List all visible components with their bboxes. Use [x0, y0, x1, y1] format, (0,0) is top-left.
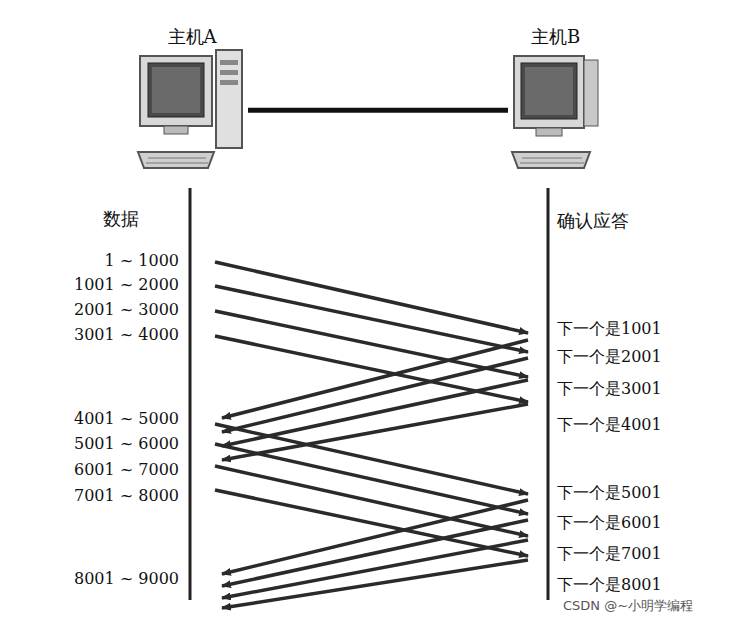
data-range: 8001 ~ 9000: [73, 570, 180, 588]
ack-label: 下一个是1001: [556, 320, 663, 338]
segment-arrow: [215, 311, 528, 377]
ack-label: 下一个是5001: [556, 484, 663, 502]
segment-arrow: [222, 560, 528, 608]
segment-arrow: [215, 286, 528, 352]
segment-arrow: [222, 520, 528, 586]
host-computer: 主机A: [136, 26, 248, 188]
connector-group: [248, 110, 508, 111]
ack-label: 下一个是8001: [556, 576, 663, 594]
host-label: 主机B: [508, 26, 603, 48]
computer-icon: [136, 48, 248, 188]
ack-label: 下一个是7001: [556, 545, 663, 563]
host-label: 主机A: [136, 26, 248, 48]
ack-label: 下一个是4001: [556, 416, 663, 434]
data-range: 5001 ~ 6000: [73, 435, 180, 453]
watermark: CSDN @~小明学编程: [562, 597, 694, 615]
ack-label: 下一个是3001: [556, 380, 663, 398]
computer-icon: [508, 48, 603, 188]
data-range: 2001 ~ 3000: [73, 301, 180, 319]
axis-heading: 数据: [102, 210, 140, 228]
segment-arrow: [222, 500, 528, 574]
timeline-b: [547, 188, 550, 600]
ack-label: 下一个是6001: [556, 514, 663, 532]
segment-arrow: [215, 444, 528, 514]
segment-arrow: [222, 340, 528, 418]
network-cable: [248, 108, 508, 113]
data-range: 4001 ~ 5000: [73, 410, 180, 428]
ack-label: 下一个是2001: [556, 348, 663, 366]
host-computer: 主机B: [508, 26, 603, 188]
segment-arrow: [222, 404, 528, 460]
data-range: 3001 ~ 4000: [73, 326, 180, 344]
segment-arrow: [222, 540, 528, 598]
timeline-a: [189, 188, 192, 600]
segment-arrow: [215, 424, 528, 494]
data-range: 1001 ~ 2000: [73, 276, 180, 294]
segment-arrow: [222, 358, 528, 432]
axis-heading: 确认应答: [556, 212, 630, 230]
segment-arrows: [215, 262, 528, 608]
data-range: 1 ~ 1000: [104, 252, 180, 270]
data-range: 6001 ~ 7000: [73, 461, 180, 479]
data-range: 7001 ~ 8000: [73, 487, 180, 505]
segment-arrow: [215, 490, 528, 556]
